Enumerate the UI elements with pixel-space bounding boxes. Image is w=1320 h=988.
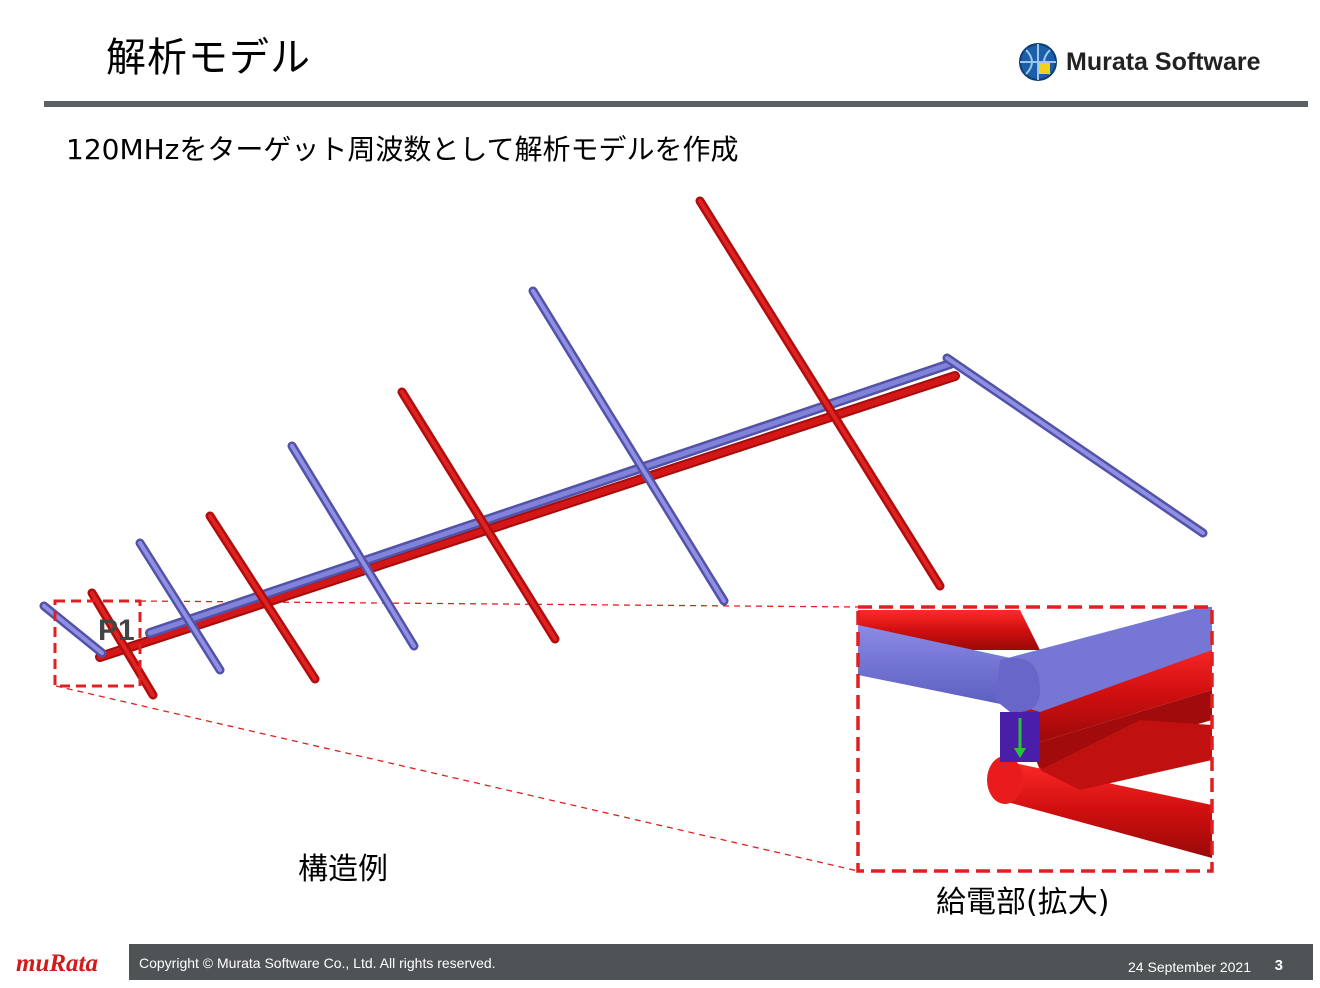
footer-bar: Copyright © Murata Software Co., Ltd. Al… xyxy=(129,944,1313,980)
slide-subtitle: 120MHzをターゲット周波数として解析モデルを作成 xyxy=(66,133,739,166)
page-number: 3 xyxy=(1274,957,1283,974)
feed-zoom-detail xyxy=(856,605,1214,873)
feed-region-marker xyxy=(53,599,142,688)
red-elements xyxy=(87,196,945,700)
footer-date: 24 September 2021 xyxy=(1128,959,1251,975)
zoom-connector-lines xyxy=(55,600,859,872)
antenna-boom xyxy=(95,359,960,662)
footer-logo: muRata xyxy=(16,950,98,977)
caption-feed-zoom: 給電部(拡大) xyxy=(936,885,1110,920)
slide-title: 解析モデル xyxy=(106,35,311,81)
globe-logo-icon xyxy=(1019,43,1057,81)
port-label: P1 xyxy=(98,614,135,647)
header-rule xyxy=(44,101,1308,107)
brand-header: Murata Software xyxy=(1018,40,1260,84)
caption-structure-example: 構造例 xyxy=(298,852,388,887)
copyright-text: Copyright © Murata Software Co., Ltd. Al… xyxy=(139,955,496,971)
brand-name: Murata Software xyxy=(1066,47,1261,76)
zoom-frame xyxy=(856,605,1214,873)
antenna-model-illustration xyxy=(39,196,1214,873)
